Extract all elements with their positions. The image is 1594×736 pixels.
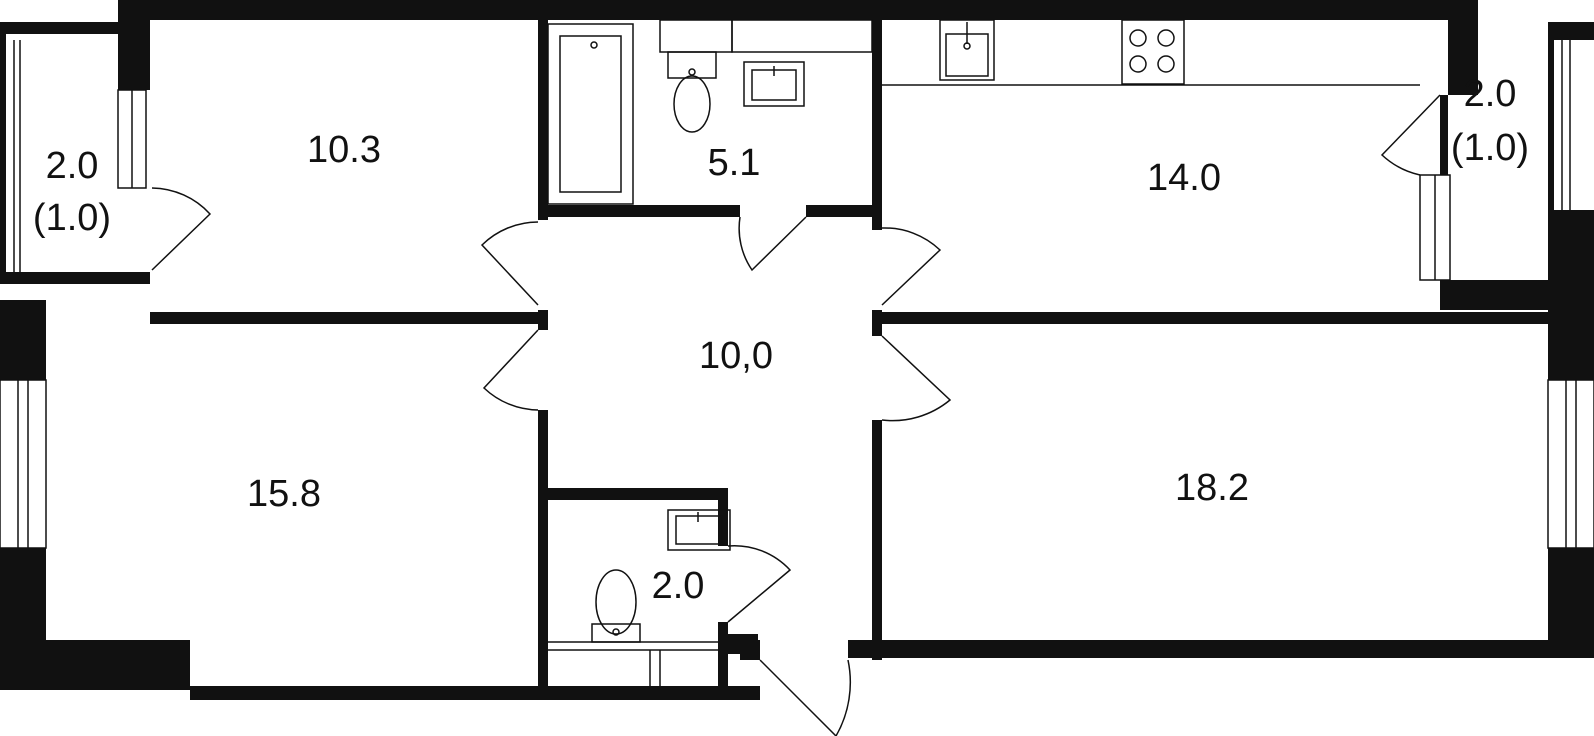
hallway-area: 10,0 [699, 335, 773, 377]
windows [0, 40, 1594, 549]
wc-sink-icon [667, 509, 731, 551]
stove-icon [1121, 19, 1185, 85]
wc-area: 2.0 [652, 565, 705, 607]
balcony-right-area: 2.0 [1464, 73, 1517, 115]
doors [151, 94, 1441, 736]
fixtures [547, 19, 1420, 686]
balcony-right-area-reduced: (1.0) [1451, 127, 1529, 169]
walls [0, 0, 1594, 700]
balcony-left-area: 2.0 [46, 145, 99, 187]
sink-icon [743, 61, 805, 107]
kitchen-counter [882, 19, 1420, 86]
wc-toilet-icon [591, 569, 641, 643]
area-labels: 2.0 (1.0) 10.3 5.1 14.0 2.0 (1.0) 10,0 1… [33, 73, 1529, 607]
bathtub-icon [547, 23, 634, 205]
living-room-area: 18.2 [1175, 467, 1249, 509]
bedroom-bottom-left-area: 15.8 [247, 473, 321, 515]
balcony-left-area-reduced: (1.0) [33, 197, 111, 239]
bedroom-top-left-area: 10.3 [307, 129, 381, 171]
toilet-icon [667, 51, 717, 133]
bathroom-area: 5.1 [708, 142, 761, 184]
kitchen-area: 14.0 [1147, 157, 1221, 199]
